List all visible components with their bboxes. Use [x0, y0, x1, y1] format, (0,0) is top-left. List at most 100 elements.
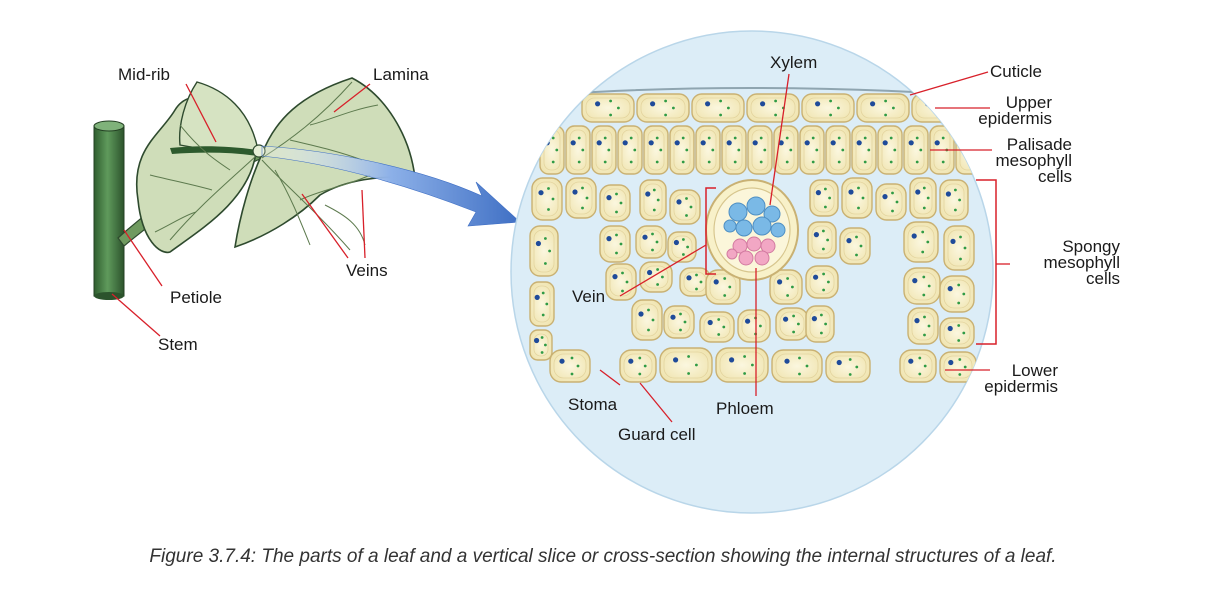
- lower-epidermis-cell: [715, 347, 769, 383]
- spongy-cell: [909, 177, 937, 219]
- xylem-cell: [763, 205, 781, 223]
- phloem-cell: [738, 250, 754, 266]
- spongy-bracket: [976, 179, 997, 345]
- palisade-cell: [565, 125, 591, 175]
- lamina-top-shape: [178, 81, 259, 152]
- palisade-cell: [747, 125, 773, 175]
- vein-bracket: [705, 187, 716, 275]
- epidermis-cell: [581, 93, 635, 123]
- label-upper-epidermis-line1: Upper: [1006, 93, 1053, 112]
- phloem-cell: [746, 236, 762, 252]
- cross-section: [510, 30, 1010, 514]
- label-spongy-line3: cells: [1086, 269, 1120, 288]
- lower-epidermis-cells: [549, 347, 977, 383]
- vein-lines: [149, 81, 379, 251]
- spongy-cell: [875, 183, 907, 221]
- spongy-cell: [639, 179, 667, 221]
- palisade-cell: [669, 125, 695, 175]
- spongy-cell: [939, 317, 975, 349]
- xylem-cell: [728, 202, 748, 222]
- cell-layers: [529, 87, 993, 383]
- leader-lines-left: [111, 83, 371, 337]
- palisade-cell: [903, 125, 929, 175]
- label-vein: Vein: [572, 287, 605, 306]
- epidermis-cell: [746, 93, 800, 123]
- label-cuticle: Cuticle: [990, 62, 1042, 81]
- lower-epidermis-cell: [619, 349, 657, 383]
- lower-epidermis-cell: [825, 351, 871, 383]
- spongy-cell: [639, 261, 673, 293]
- stem-shape: [93, 120, 125, 300]
- palisade-cell: [877, 125, 903, 175]
- label-phloem: Phloem: [716, 399, 774, 418]
- epidermis-cell: [856, 93, 910, 123]
- lower-epidermis-cell: [549, 349, 591, 383]
- lower-epidermis-cell: [659, 347, 713, 383]
- spongy-cell: [939, 179, 969, 221]
- palisade-cell: [799, 125, 825, 175]
- label-stem: Stem: [158, 335, 198, 354]
- spongy-cell: [663, 305, 695, 339]
- lower-epidermis-cell: [899, 349, 937, 383]
- phloem-cell: [760, 238, 776, 254]
- spongy-cell: [529, 329, 553, 361]
- spongy-cell: [805, 265, 839, 299]
- xylem-cell: [723, 219, 737, 233]
- label-spongy-line2: mesophyll: [1043, 253, 1120, 272]
- label-palisade-line2: mesophyll: [995, 151, 1072, 170]
- label-guard-cell: Guard cell: [618, 425, 695, 444]
- leader-lines-right: [599, 71, 1010, 423]
- label-lamina: Lamina: [373, 65, 429, 84]
- phloem-cells: [726, 236, 776, 266]
- xylem-cell: [770, 222, 786, 238]
- spongy-cell: [635, 225, 667, 259]
- label-palisade-line3: cells: [1038, 167, 1072, 186]
- spongy-cell: [529, 225, 559, 277]
- palisade-cell: [591, 125, 617, 175]
- spongy-cell: [605, 263, 637, 301]
- midrib-shape: [170, 146, 258, 156]
- label-lower-epidermis-line2: epidermis: [984, 377, 1058, 396]
- spongy-cells: [529, 177, 975, 361]
- phloem-cell: [726, 248, 738, 260]
- spongy-cell: [907, 307, 939, 345]
- palisade-cell: [825, 125, 851, 175]
- spongy-cell: [805, 305, 835, 343]
- label-xylem: Xylem: [770, 53, 817, 72]
- spongy-cell: [529, 281, 555, 327]
- spongy-cell: [903, 221, 939, 263]
- epidermis-cell: [801, 93, 855, 123]
- spongy-cell: [631, 299, 663, 341]
- spongy-cell: [903, 267, 941, 305]
- spongy-cell: [737, 309, 771, 343]
- spongy-cell: [841, 177, 873, 219]
- figure-caption: Figure 3.7.4: The parts of a leaf and a …: [149, 546, 1057, 567]
- spongy-cell: [809, 179, 839, 217]
- spongy-cell: [939, 275, 975, 313]
- palisade-cell: [721, 125, 747, 175]
- spongy-cell: [699, 311, 735, 343]
- spongy-cell: [669, 189, 701, 225]
- palisade-cell: [617, 125, 643, 175]
- palisade-cell: [643, 125, 669, 175]
- spongy-cell: [943, 225, 975, 271]
- xylem-cell: [735, 219, 753, 237]
- xylem-cell: [752, 216, 772, 236]
- label-veins: Veins: [346, 261, 388, 280]
- spongy-cell: [667, 231, 697, 263]
- label-stoma: Stoma: [568, 395, 618, 414]
- epidermis-cell: [691, 93, 745, 123]
- epidermis-cell: [636, 93, 690, 123]
- phloem-cell: [754, 250, 770, 266]
- spongy-cell: [599, 184, 631, 222]
- spongy-cell: [775, 307, 809, 341]
- label-midrib: Mid-rib: [118, 65, 170, 84]
- vascular-bundle: [705, 179, 799, 281]
- lower-epidermis-cell: [939, 351, 977, 383]
- cuticle-layer: [559, 87, 951, 95]
- label-spongy-line1: Spongy: [1062, 237, 1120, 256]
- label-petiole: Petiole: [170, 288, 222, 307]
- leaf-illustration: [93, 77, 416, 300]
- label-lower-epidermis-line1: Lower: [1012, 361, 1059, 380]
